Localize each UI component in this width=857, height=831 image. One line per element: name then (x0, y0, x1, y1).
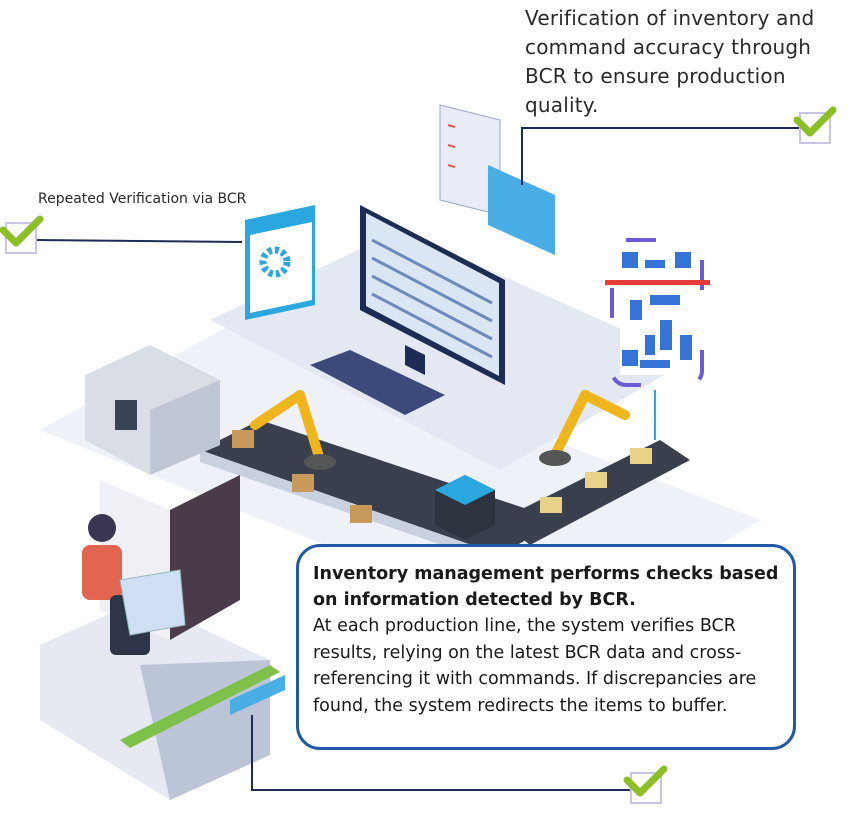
keyboard (310, 350, 445, 415)
person-torso (82, 545, 122, 600)
robot-base (304, 454, 336, 470)
building-front (140, 660, 270, 800)
green-roof (120, 665, 280, 748)
conveyor-belt-right (500, 440, 690, 545)
person-head (88, 514, 116, 542)
rail-beam (230, 675, 285, 715)
check-icon-top (793, 106, 837, 144)
laptop (119, 569, 186, 636)
package-box (232, 430, 254, 448)
info-callout-body: At each production line, the system veri… (313, 616, 757, 716)
monitor-rows (371, 238, 493, 359)
robot-base (539, 450, 571, 466)
info-callout-title: Inventory management performs checks bas… (313, 564, 779, 610)
robot-arm-right (550, 390, 630, 460)
info-callout-box: Inventory management performs checks bas… (296, 544, 796, 750)
bcr-scanner-top (435, 475, 495, 505)
package-box (292, 474, 314, 492)
qr-code (605, 238, 710, 387)
package-box (540, 497, 562, 513)
check-icon-bottom (623, 765, 668, 804)
scan-line (605, 280, 710, 285)
robot-arm-left (250, 390, 325, 465)
left-callout-text: Repeated Verification via BCR (38, 191, 247, 207)
cnc-panel (115, 400, 137, 430)
package-box (350, 505, 372, 523)
package-box (585, 472, 607, 488)
code-window (488, 165, 555, 255)
cnc-machine-front (150, 380, 220, 475)
connector-lines (34, 127, 800, 791)
server-tower (170, 475, 240, 640)
clipboard-checks (447, 124, 456, 168)
gear-icon (259, 246, 291, 278)
monitor-stand (405, 345, 425, 375)
settings-window-body (250, 222, 312, 313)
check-icon-left (0, 215, 44, 254)
package-box (630, 448, 652, 464)
top-callout-text: Verification of inventory and command ac… (525, 6, 815, 117)
